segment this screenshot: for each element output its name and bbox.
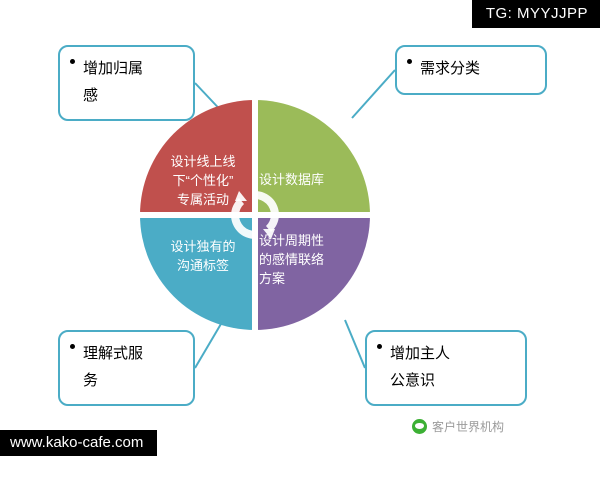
wechat-icon [412, 419, 427, 434]
callout-top-left[interactable]: 增加归属感 [58, 45, 195, 121]
bullet-icon [377, 344, 382, 349]
wheel-quadrant-top-right-label: 设计数据库 [259, 172, 325, 187]
callout-bottom-left[interactable]: 理解式服务 [58, 330, 195, 406]
wechat-watermark-label: 客户世界机构 [432, 420, 505, 434]
recycle-arrows-icon [231, 191, 279, 239]
bullet-icon [407, 59, 412, 64]
callout-top-left-label: 增加归属感 [83, 60, 144, 104]
cycle-wheel: 设计线上线下“个性化”专属活动 设计数据库 设计独有的沟通标签 设计周期性的感情… [138, 98, 372, 332]
tg-tag: TG: MYYJJPP [471, 0, 600, 28]
wheel-quadrant-bottom-left-label: 设计独有的沟通标签 [170, 239, 236, 273]
callout-bottom-right-label: 增加主人公意识 [390, 345, 451, 389]
bullet-icon [70, 344, 75, 349]
callout-top-right[interactable]: 需求分类 [395, 45, 547, 95]
callout-bottom-left-label: 理解式服务 [83, 345, 144, 389]
wheel-divider-horizontal [138, 212, 372, 218]
bullet-icon [70, 59, 75, 64]
wheel-quadrant-top-right[interactable]: 设计数据库 [255, 100, 370, 215]
wechat-watermark: 客户世界机构 [412, 418, 504, 435]
wheel-quadrant-bottom-right-label: 设计周期性的感情联络方案 [259, 233, 325, 286]
wheel-quadrant-bottom-right[interactable]: 设计周期性的感情联络方案 [255, 215, 370, 330]
callout-bottom-right[interactable]: 增加主人公意识 [365, 330, 527, 406]
callout-top-right-label: 需求分类 [420, 60, 481, 77]
site-watermark: www.kako-cafe.com [0, 430, 158, 456]
wheel-quadrant-top-left-label: 设计线上线下“个性化”专属活动 [170, 154, 236, 207]
